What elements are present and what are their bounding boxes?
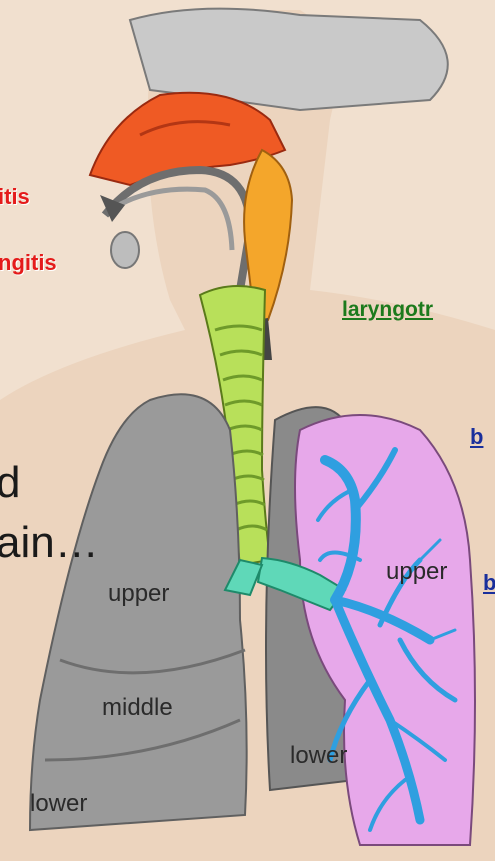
right-lower-lobe-label: lower (30, 790, 87, 818)
rhinitis-label: itis (0, 184, 30, 210)
bronchiolitis-link[interactable]: b (483, 570, 495, 596)
pharyngitis-label: ngitis (0, 250, 57, 276)
bronchitis-link[interactable]: b (470, 424, 483, 450)
chin (111, 232, 139, 268)
right-middle-lobe-label: middle (102, 694, 173, 722)
overlay-text-line-2: ain… (0, 520, 99, 566)
left-lower-lobe-label: lower (290, 742, 347, 770)
left-upper-lobe-label: upper (386, 558, 447, 586)
overlay-text-line-1: d (0, 460, 20, 506)
right-upper-lobe-label: upper (108, 580, 169, 608)
laryngotracheitis-link[interactable]: laryngotr (342, 298, 433, 322)
